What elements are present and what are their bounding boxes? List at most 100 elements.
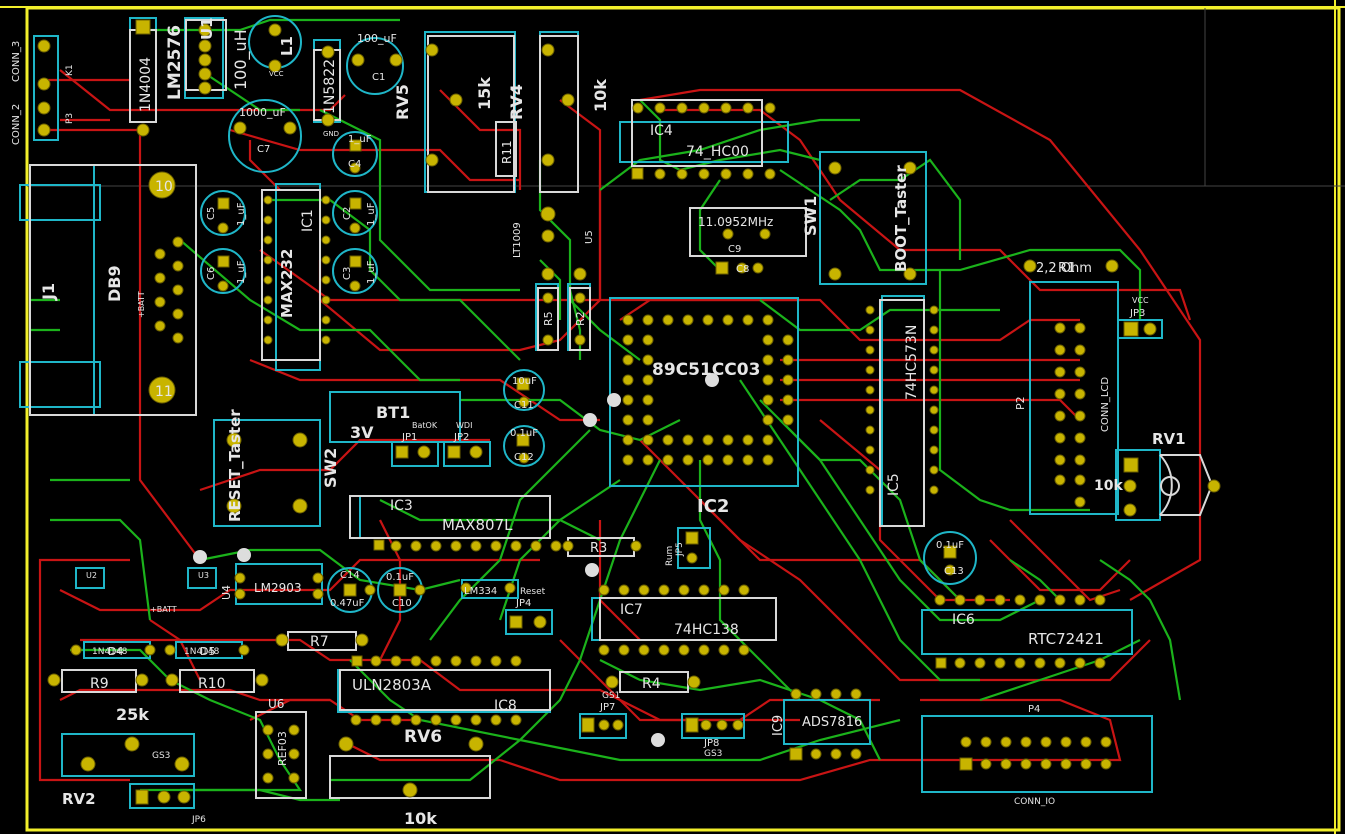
label-conn3: CONN_3 (11, 41, 22, 82)
label-bt1: BT1 (376, 403, 410, 422)
label-ic5: IC5 (886, 473, 902, 496)
label-c13-value: 0.1uF (936, 540, 964, 551)
label-74hc138: 74HC138 (674, 622, 739, 638)
label-gs3: GS3 (152, 751, 170, 761)
label-p3: P3 (65, 113, 75, 124)
label-c7: C7 (257, 144, 270, 155)
label-jp7: JP7 (599, 702, 615, 713)
label-rv6: RV6 (404, 727, 442, 747)
label-c4: C4 (348, 159, 361, 170)
label-r4: R4 (642, 676, 661, 692)
label-u5: U5 (584, 230, 595, 244)
label-ads7816: ADS7816 (802, 715, 862, 730)
label-jp5: JP5 (675, 542, 685, 557)
label-ref03: REF03 (276, 731, 289, 766)
label-ic6: IC6 (952, 612, 975, 628)
label-reset-taster: RESET_Taster (226, 409, 244, 522)
label-c5: C5 (206, 207, 217, 220)
label-u2: U2 (86, 571, 97, 580)
label-rv5: RV5 (393, 84, 412, 120)
label-c13: C13 (944, 566, 964, 577)
label-jp4: JP4 (515, 598, 531, 609)
label-3v: 3V (350, 423, 374, 442)
label-k1: K1 (65, 64, 75, 76)
label-vcc: VCC (269, 70, 284, 78)
label-c1: C1 (372, 72, 385, 83)
label-25k: 25k (116, 705, 149, 724)
back-copper-traces (30, 18, 1182, 802)
label-lm2576: LM2576 (165, 25, 185, 100)
label-d5: D5 (200, 645, 215, 658)
label-batt-j1: +BATT (137, 291, 146, 318)
label-ic7: IC7 (620, 602, 643, 618)
label-jp1: JP1 (401, 432, 417, 443)
label-r1: R1 (1058, 261, 1075, 276)
label-74hc00: 74_HC00 (686, 144, 749, 160)
label-74hc573: 74HC573N (904, 325, 920, 400)
label-r2: R2 (574, 311, 587, 326)
label-max807: MAX807L (442, 516, 513, 534)
label-pin11: 11 (155, 384, 173, 400)
label-c8: C8 (736, 264, 749, 275)
label-c12-value: 0.1uF (510, 428, 538, 439)
label-c11: C11 (514, 400, 534, 411)
label-c10: C10 (392, 598, 412, 609)
label-wdi: WDI (456, 421, 472, 430)
label-pin10: 10 (155, 179, 173, 195)
silkscreen-outlines (29, 19, 1214, 799)
label-d2: 1N5822 (322, 59, 338, 114)
label-ic4: IC4 (650, 123, 673, 139)
label-jp6: JP6 (191, 815, 206, 825)
label-c9: C9 (728, 244, 741, 255)
label-c14: C14 (340, 570, 360, 581)
label-c7-value: 1000_uF (239, 106, 286, 119)
label-r11: R11 (500, 140, 514, 164)
label-conn-io: CONN_IO (1014, 797, 1055, 807)
label-uln: ULN2803A (352, 676, 432, 694)
label-rv4: RV4 (507, 84, 526, 120)
label-r7: R7 (310, 634, 329, 650)
label-ic1: IC1 (300, 209, 316, 232)
label-sw1: SW1 (801, 196, 820, 236)
label-jp2: JP2 (453, 432, 469, 443)
label-ic2: IC2 (697, 496, 729, 517)
label-d5-value: 1N4148 (184, 647, 220, 657)
label-db9: DB9 (105, 265, 124, 302)
label-rv2: RV2 (62, 790, 96, 808)
label-c12: C12 (514, 452, 534, 463)
label-jp8: JP8 (703, 738, 719, 749)
label-jp3-vcc: VCC (1132, 296, 1149, 305)
label-rtc: RTC72421 (1028, 630, 1104, 648)
label-p4: P4 (1028, 704, 1040, 715)
label-p2: P2 (1014, 396, 1027, 410)
label-d1: 1N4004 (138, 57, 154, 112)
label-c2-value: 1_uF (366, 202, 377, 226)
vias (193, 373, 1180, 747)
label-c14-value: 0.47uF (330, 598, 365, 609)
label-10k-rv6: 10k (404, 809, 437, 828)
label-c1-value: 100_uF (357, 32, 397, 45)
label-c6-value: 1_uF (236, 260, 247, 284)
label-rum: Rum (665, 546, 675, 566)
label-u4: U4 (220, 585, 233, 600)
label-r9: R9 (90, 676, 109, 692)
label-r5: R5 (542, 311, 555, 326)
label-c11-value: 10uF (512, 376, 537, 387)
label-reset: Reset (520, 587, 546, 597)
pads (37, 19, 1221, 805)
label-c3-value: 1_uF (366, 260, 377, 284)
label-ic9: IC9 (771, 715, 786, 736)
label-inductor: 100_uH (231, 29, 251, 90)
label-r10: R10 (198, 676, 226, 692)
label-gs3-jp8: GS3 (704, 749, 722, 759)
label-u1: U1 (198, 17, 216, 40)
label-conn2: CONN_2 (11, 104, 22, 145)
label-r3: R3 (590, 541, 607, 556)
label-batt: +BATT (150, 605, 177, 614)
silkscreen-labels: CONN_2 CONN_3 K1 P3 1N4004 LM2576 U1 100… (11, 17, 1186, 828)
label-c3: C3 (342, 267, 353, 280)
label-gs1: GS1 (602, 691, 620, 701)
label-lm334: LM334 (464, 586, 497, 597)
label-d4-value: 1N4148 (92, 647, 128, 657)
label-c6: C6 (206, 267, 217, 280)
